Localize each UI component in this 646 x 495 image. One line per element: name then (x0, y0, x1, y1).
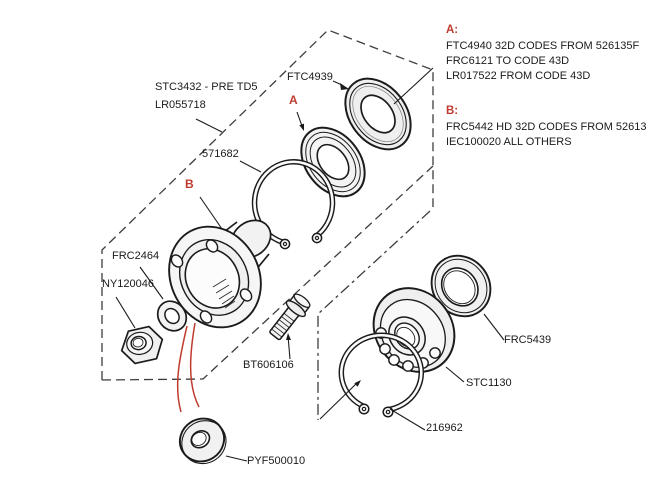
label-571682: 571682 (202, 148, 239, 160)
marker-a: A (289, 93, 298, 107)
note-a-line: FTC4940 32D CODES FROM 526135F (446, 40, 640, 52)
label-kit-line2: LR055718 (155, 99, 206, 111)
seal-drawing-marker-a (300, 126, 366, 198)
boundary-plane-2 (317, 210, 431, 420)
note-a-line: FRC6121 TO CODE 43D (446, 55, 570, 67)
hub-flange-drawing (168, 219, 272, 329)
note-a-title: A: (446, 24, 459, 36)
label-pyf500010: PYF500010 (247, 455, 306, 467)
label-ny120046: NY120046 (102, 278, 154, 290)
label-frc2464: FRC2464 (112, 250, 160, 262)
note-b-line: FRC5442 HD 32D CODES FROM 526135F (446, 121, 646, 133)
note-b-title: B: (446, 105, 459, 117)
boundary-plane-1 (101, 29, 434, 381)
leader-lines (115, 80, 505, 462)
red-position-lines (176, 322, 200, 413)
spline-hatching (212, 278, 236, 309)
note-a-line: LR017522 FROM CODE 43D (446, 70, 591, 82)
bolt-drawing-bt606106 (269, 293, 311, 341)
label-216962: 216962 (426, 422, 463, 434)
label-kit-line1: STC3432 - PRE TD5 (155, 81, 258, 93)
ring-drawing-ftc4939 (344, 77, 412, 151)
label-bt606106: BT606106 (243, 359, 294, 371)
marker-b: B (185, 177, 194, 191)
note-a-leader-line (393, 67, 434, 105)
leader-arrowheads (286, 83, 361, 387)
label-ftc4939: FTC4939 (287, 71, 333, 83)
washer-drawing-frc2464 (156, 300, 188, 332)
label-frc5439: FRC5439 (504, 334, 552, 346)
label-stc1130: STC1130 (466, 377, 512, 389)
washer-drawing-pyf500010 (178, 417, 227, 465)
nut-drawing-ny120046 (120, 325, 164, 365)
note-b-line: IEC100020 ALL OTHERS (446, 136, 572, 148)
